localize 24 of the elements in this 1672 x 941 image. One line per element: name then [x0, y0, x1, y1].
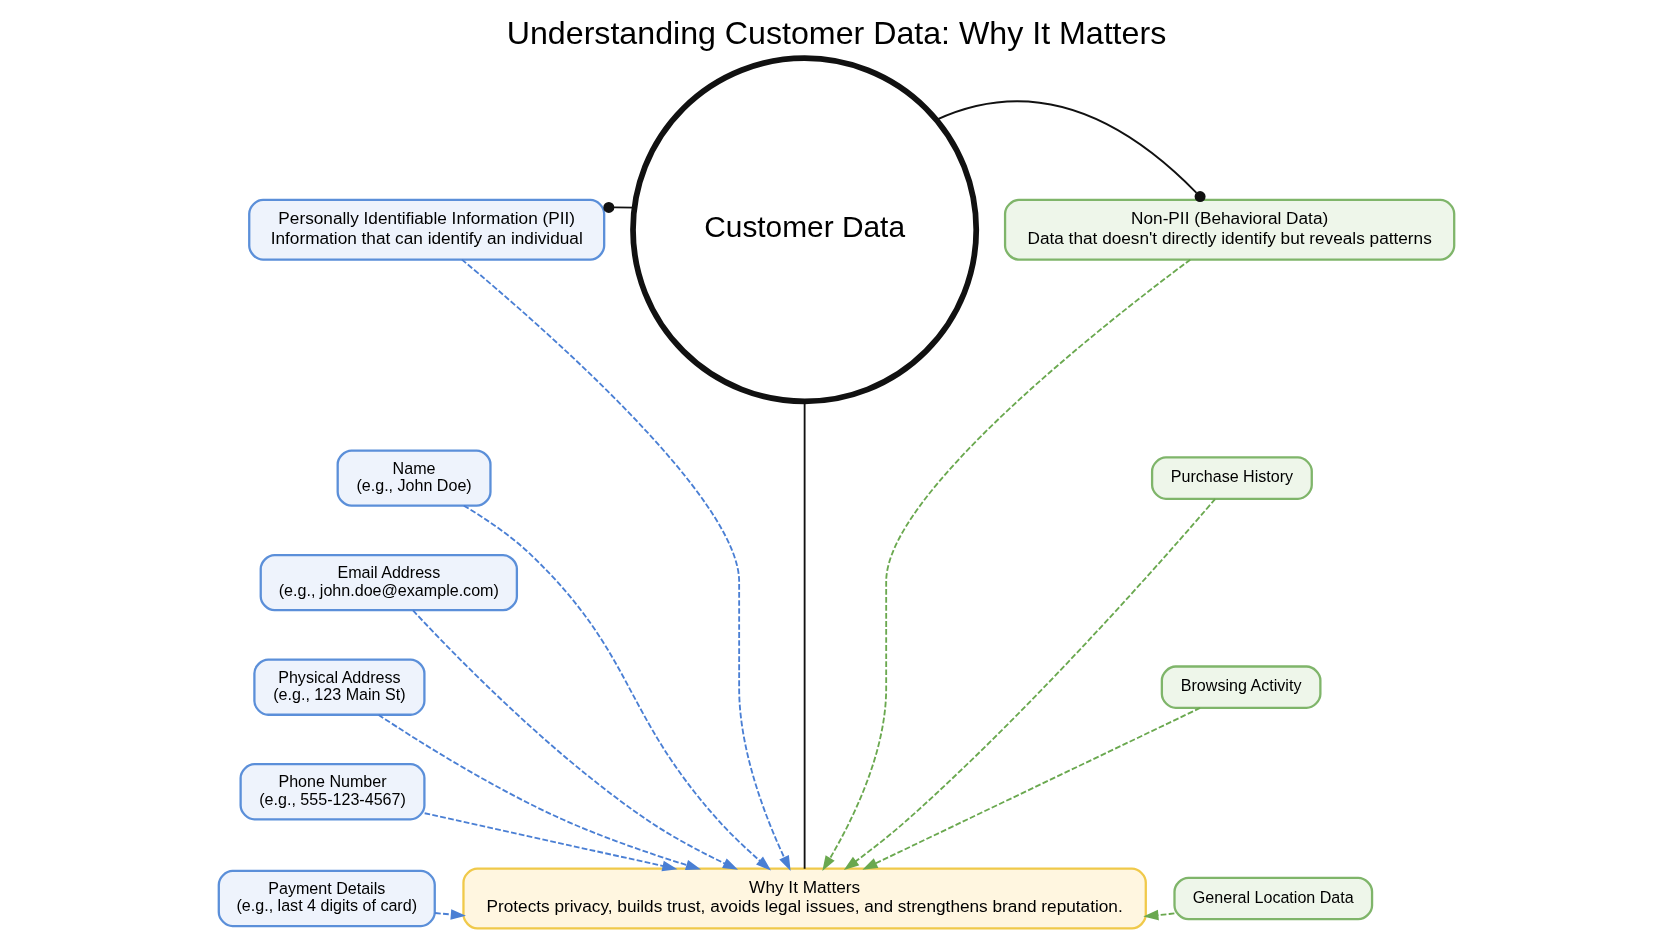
node-circle: Customer Data [629, 54, 979, 404]
node-box: Why It Matters Protects privacy, builds trust, avoids legal issues, and strengthens brand reputation. [461, 867, 1147, 930]
node-box: Non-PII (Behavioral Data) Data that doesn't directly identify but reveals patterns [1003, 198, 1455, 261]
arrow [843, 497, 1216, 870]
node-box: Purchase History [1150, 455, 1313, 500]
node-box: Email Address (e.g., john.doe@example.com) [259, 553, 518, 611]
arrow [377, 713, 701, 870]
arrow [411, 609, 738, 870]
node-box: Payment Details (e.g., last 4 digits of card) [217, 869, 436, 927]
node-box: Phone Number (e.g., 555-123-4567) [238, 762, 426, 820]
connector [602, 201, 635, 213]
arrow [460, 258, 791, 871]
arrow [423, 811, 677, 871]
arrow [462, 504, 771, 870]
node-box: Name (e.g., John Doe) [336, 448, 492, 507]
arrow [1142, 909, 1175, 920]
arrow [861, 706, 1201, 870]
arrow [821, 258, 1191, 871]
diagram-title: Understanding Customer Data: Why It Matters [506, 14, 1166, 51]
arrow [433, 908, 466, 920]
node-box: Browsing Activity [1160, 664, 1322, 709]
node-box: Physical Address (e.g., 123 Main St) [252, 657, 426, 716]
node-box: Personally Identifiable Information (PII) Information that can identify an individual [247, 198, 605, 261]
node-box: General Location Data [1172, 876, 1373, 920]
